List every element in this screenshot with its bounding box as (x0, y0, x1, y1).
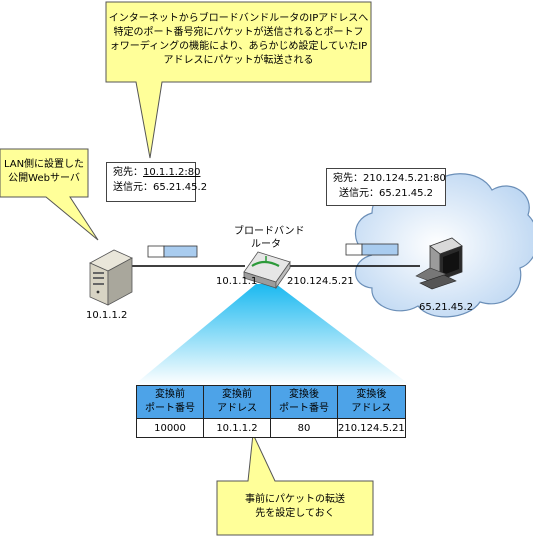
broadband-router-icon (243, 251, 291, 290)
table-cell: 10000 (136, 418, 204, 438)
table-cell: 10.1.1.2 (203, 418, 271, 438)
table-header-cell: 変換前アドレス (203, 385, 271, 419)
header-line: ポート番号 (279, 403, 329, 414)
table-cell: 210.124.5.21 (337, 418, 406, 438)
left-packet-address-box: 宛先：10.1.1.2:80 送信元：65.21.45.2 (106, 162, 208, 202)
top-callout-shape (105, 1, 372, 159)
bottom-callout-shape (216, 432, 374, 536)
top-callout-line: 特定のポート番号宛にパケットが送信されるとポートフ (113, 27, 364, 38)
right-packet-address-box: 宛先：210.124.5.21:80 送信元：65.21.45.2 (326, 168, 446, 206)
left-callout-text: LAN側に設置した 公開Webサーバ (0, 158, 88, 186)
top-callout-text: インターネットからブロードバンドルータのIPアドレスへ 特定のポート番号宛にパケ… (106, 12, 371, 68)
header-line: アドレス (217, 403, 257, 414)
client-pc-icon (415, 237, 463, 290)
header-line: 変換後 (289, 389, 319, 400)
bottom-callout-text: 事前にパケットの転送 先を設定しておく (217, 493, 373, 521)
top-callout-line: アドレスにパケットが転送される (163, 55, 314, 66)
table-row: 10000 10.1.1.2 80 210.124.5.21 (136, 418, 406, 438)
header-line: 変換前 (222, 389, 252, 400)
router-label-line: ルータ (251, 239, 281, 250)
header-line: ポート番号 (145, 403, 195, 414)
right-packet-dest: 宛先：210.124.5.21:80 (333, 173, 446, 184)
port-forwarding-table: 変換前ポート番号 変換前アドレス 変換後ポート番号 変換後アドレス 10000 … (136, 385, 406, 438)
header-line: 変換後 (356, 389, 387, 400)
top-callout-line: インターネットからブロードバンドルータのIPアドレスへ (108, 13, 369, 24)
table-header-cell: 変換後ポート番号 (270, 385, 338, 419)
left-callout-shape (0, 148, 99, 241)
right-packet-src: 送信元：65.21.45.2 (338, 188, 434, 199)
table-header-cell: 変換後アドレス (337, 385, 406, 419)
router-label-line: ブロードバンド (234, 226, 305, 237)
header-line: アドレス (351, 403, 392, 414)
router-wan-ip: 210.124.5.21 (287, 276, 354, 287)
router-lan-ip: 10.1.1.1 (216, 276, 258, 287)
client-ip: 65.21.45.2 (419, 302, 474, 313)
top-callout-line: ォワーディングの機能により、あらかじめ設定していたIP (109, 41, 368, 52)
left-packet-dest: 宛先：10.1.1.2:80 (113, 165, 200, 180)
bottom-callout-line: 先を設定しておく (255, 508, 335, 519)
table-header-cell: 変換前ポート番号 (136, 385, 204, 419)
right-packet-icon (345, 243, 399, 256)
left-packet-icon (147, 245, 198, 258)
table-cell: 80 (270, 418, 338, 438)
router-label: ブロードバンド ルータ (234, 225, 305, 251)
table-header-row: 変換前ポート番号 変換前アドレス 変換後ポート番号 変換後アドレス (136, 385, 406, 419)
bottom-callout-line: 事前にパケットの転送 (245, 494, 345, 505)
web-server-icon (89, 249, 133, 306)
left-callout-line: 公開Webサーバ (8, 173, 80, 184)
header-line: 変換前 (155, 389, 185, 400)
left-callout-line: LAN側に設置した (3, 159, 85, 170)
left-packet-src: 送信元：65.21.45.2 (113, 182, 208, 193)
nat-beam (134, 284, 410, 385)
dest-label: 宛先： (113, 167, 143, 178)
dest-value: 10.1.1.2:80 (143, 167, 201, 178)
server-ip: 10.1.1.2 (86, 310, 128, 321)
